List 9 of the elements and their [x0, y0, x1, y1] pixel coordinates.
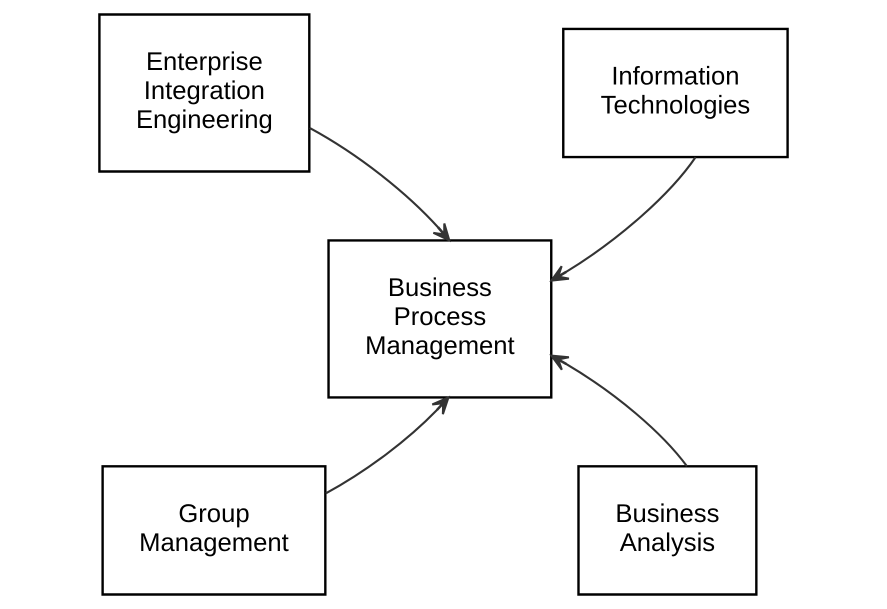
- node-box: Group Management: [101, 465, 327, 596]
- arrow: [550, 156, 696, 282]
- node-box: Enterprise Integration Engineering: [98, 13, 311, 173]
- node-box: Information Technologies: [562, 28, 789, 158]
- arrow: [550, 354, 688, 467]
- arrow: [309, 127, 450, 242]
- arrow: [325, 396, 450, 494]
- node-box: Business Analysis: [577, 465, 758, 596]
- node-box: Business Process Management: [327, 239, 552, 399]
